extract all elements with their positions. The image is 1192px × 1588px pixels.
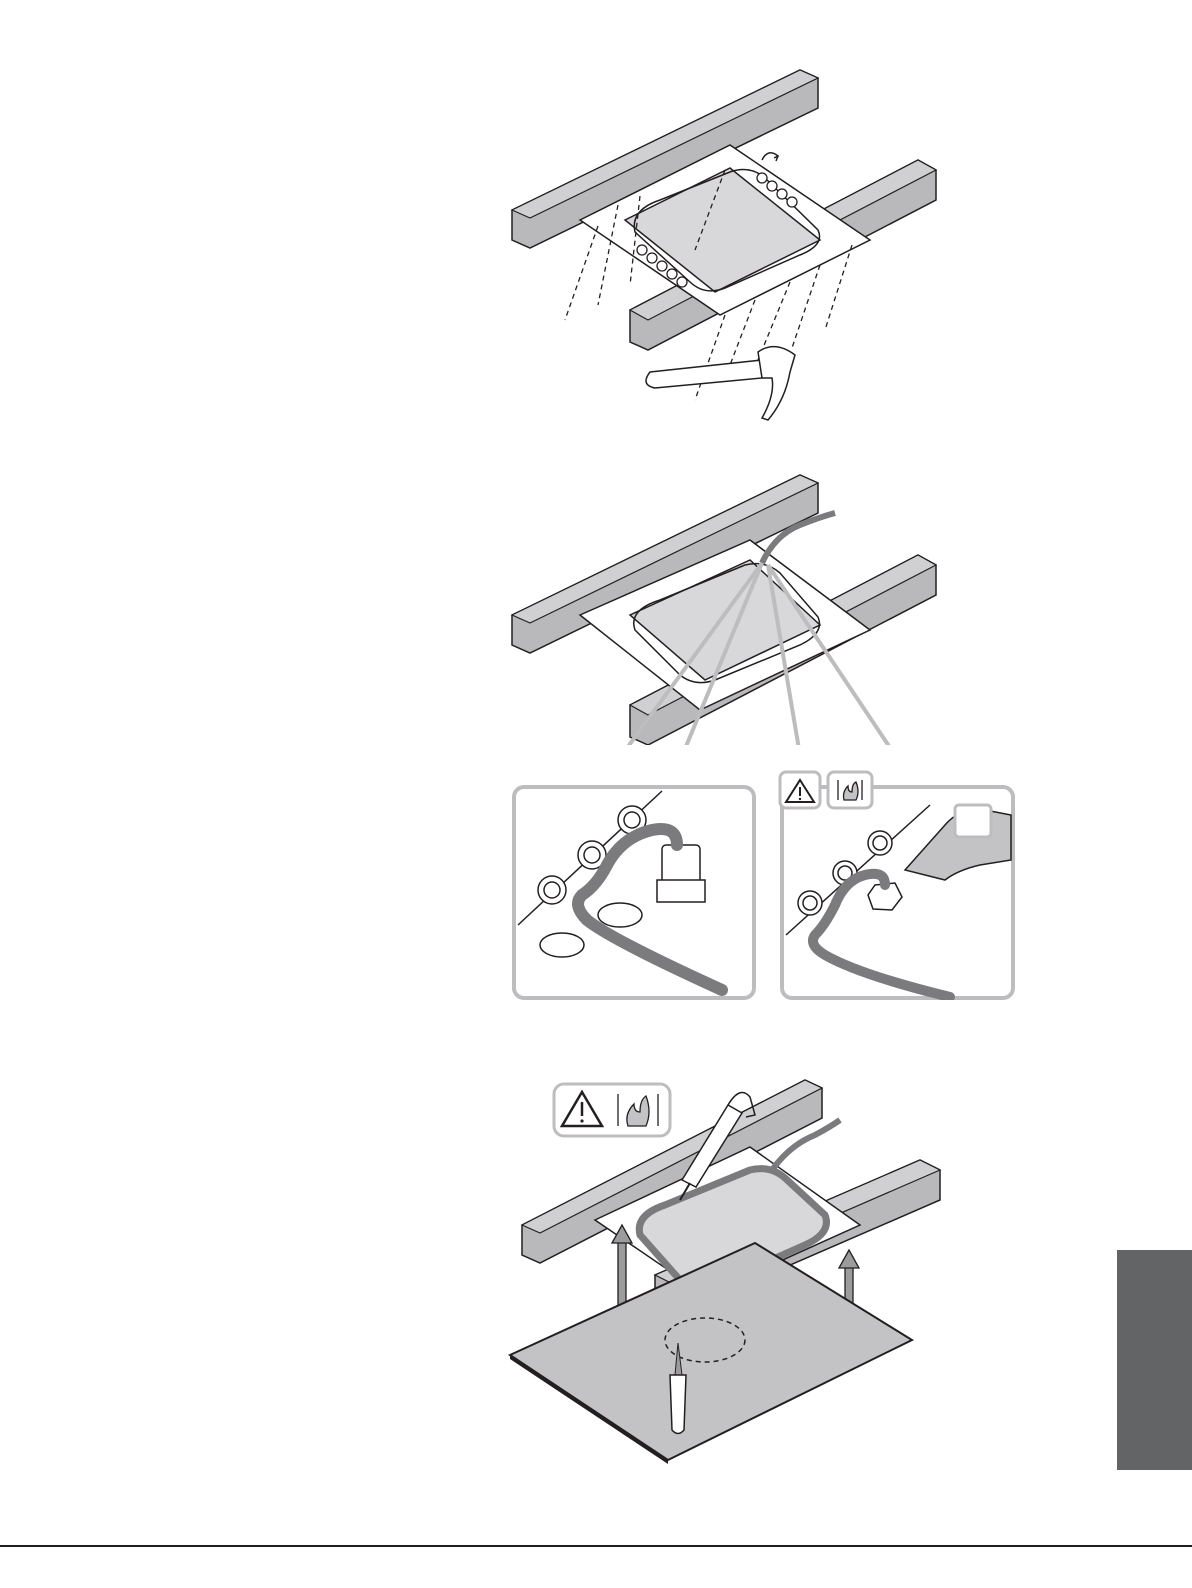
seal-cable-gland-detail-illustration: [780, 785, 1015, 1000]
seal-cable-gland-detail: [780, 785, 1015, 1000]
footer-rule: [0, 1545, 1192, 1547]
step-1-figure: [500, 60, 960, 440]
step-2-warnings: [778, 770, 878, 814]
rotate-arrow-icon: [762, 153, 778, 161]
fire-icon: [955, 805, 991, 837]
cable-gland-icon: [657, 845, 705, 902]
section-tab: [1117, 1250, 1192, 1470]
step-3-figure: [500, 1075, 960, 1545]
hammer-icon: [646, 347, 795, 420]
cable-gland-detail-illustration: [512, 785, 756, 1000]
step-3-illustration: [500, 1075, 960, 1545]
step-1-illustration: [500, 60, 960, 440]
step-2-figure: [500, 465, 960, 745]
cable-gland-detail: [512, 785, 756, 1000]
step-2-illustration: [500, 465, 960, 745]
